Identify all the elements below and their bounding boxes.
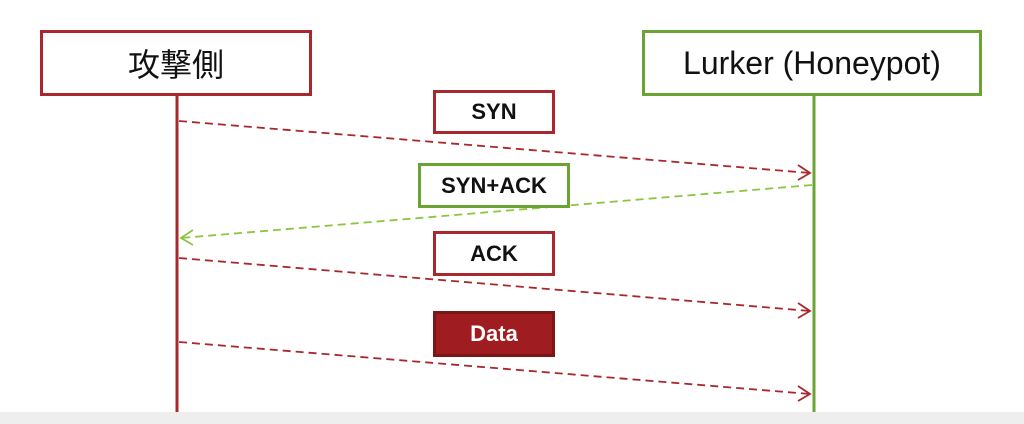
ack-message-text: ACK	[470, 240, 518, 266]
data-message-label: Data	[433, 311, 555, 357]
lurker-participant-label: Lurker (Honeypot)	[683, 44, 941, 81]
ack-arrow	[178, 257, 812, 319]
syn-arrow	[178, 120, 812, 181]
attacker-participant-box: 攻撃側	[40, 30, 312, 96]
synack-message-label: SYN+ACK	[418, 163, 570, 208]
data-arrow	[178, 341, 812, 402]
data-message-text: Data	[470, 321, 518, 346]
syn-message-text: SYN	[471, 99, 517, 124]
ack-message-label: ACK	[433, 231, 555, 276]
attacker-participant-label: 攻撃側	[127, 46, 224, 84]
syn-message-label: SYN	[433, 90, 555, 134]
synack-message-text: SYN+ACK	[441, 172, 547, 198]
synack-arrow	[179, 184, 813, 246]
lurker-participant-box: Lurker (Honeypot)	[642, 30, 982, 96]
bottom-band	[0, 412, 1024, 424]
